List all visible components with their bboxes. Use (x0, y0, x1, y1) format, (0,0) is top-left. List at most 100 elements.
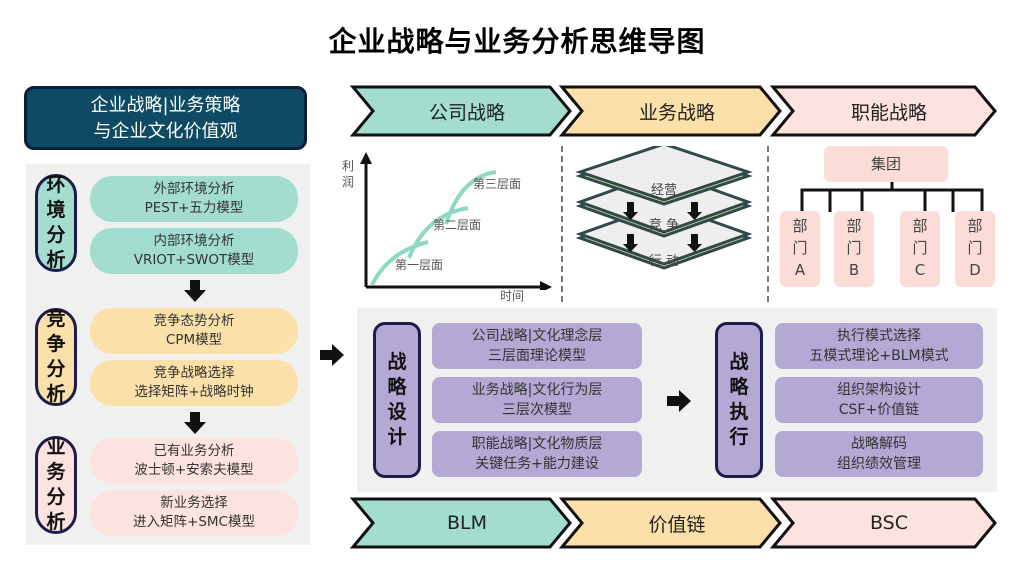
category-char: 境 (46, 199, 66, 221)
category-business-analysis: 业 务 分 析 (35, 436, 77, 534)
y-axis-char: 润 (342, 175, 355, 189)
level-1-label: 第一层面 (395, 258, 444, 272)
dept-char: 门 (912, 239, 928, 257)
org-root-group: 集团 (824, 146, 948, 182)
category-char: 争 (46, 333, 66, 355)
item-title: 竞争态势分析 (153, 313, 235, 329)
chevron-business-strategy (558, 85, 782, 137)
item-title: 内部环境分析 (153, 233, 235, 249)
item-sub: CPM模型 (165, 332, 223, 348)
category-char: 竞 (46, 308, 66, 330)
item-title: 已有业务分析 (153, 443, 235, 459)
item-title: 职能战略|文化物质层 (471, 436, 603, 452)
curve-level-1 (370, 240, 429, 286)
category-char: 分 (46, 358, 66, 380)
item-title: 战略解码 (851, 436, 907, 452)
curve-level-2 (407, 206, 469, 259)
execution-item-decode: 战略解码 组织绩效管理 (775, 431, 983, 477)
dept-letter: A (794, 261, 806, 279)
item-sub: 进入矩阵+SMC模型 (133, 514, 255, 530)
design-item-company: 公司战略|文化理念层 三层面理论模型 (432, 323, 642, 369)
item-internal-analysis: 内部环境分析 VRIOT+SWOT模型 (90, 228, 298, 274)
item-sub: PEST+五力模型 (144, 200, 244, 216)
down-arrow-icon (184, 412, 206, 434)
org-dept-c: 部 门 C (900, 211, 940, 287)
down-arrow-icon (623, 202, 638, 220)
dept-char: 部 (967, 217, 983, 235)
item-existing-business: 已有业务分析 波士顿+安索夫模型 (90, 438, 298, 484)
stacked-layers-diagram (575, 146, 753, 270)
item-sub: VRIOT+SWOT模型 (133, 252, 255, 268)
dept-char: 部 (846, 217, 862, 235)
category-char: 分 (46, 224, 66, 246)
chevron-label: 价值链 (648, 513, 706, 536)
item-competitive-position: 竞争态势分析 CPM模型 (90, 308, 298, 354)
category-char: 分 (46, 486, 66, 508)
divider (767, 146, 769, 302)
layer-label-competition: 竞 争 (648, 218, 680, 233)
curve-level-3 (444, 170, 497, 225)
level-2-label: 第二层面 (433, 218, 482, 232)
item-title: 组织架构设计 (837, 382, 921, 398)
chevron-label: 公司战略 (428, 101, 505, 124)
chevron-label: BSC (869, 512, 909, 534)
category-char: 析 (46, 249, 66, 271)
header-box: 企业战略|业务策略 与企业文化价值观 (24, 86, 307, 150)
item-title: 执行模式选择 (837, 328, 921, 344)
y-axis-char: 利 (342, 159, 355, 173)
item-sub: 三层次模型 (502, 402, 572, 418)
header-line-1: 企业战略|业务策略 (90, 95, 241, 116)
dept-char: 部 (792, 217, 808, 235)
dept-char: 门 (846, 239, 862, 257)
design-item-business: 业务战略|文化行为层 三层次模型 (432, 377, 642, 423)
down-arrow-icon (687, 202, 702, 220)
chevron-functional-strategy (769, 85, 997, 137)
chevron-label: BLM (446, 512, 487, 534)
stage-char: 行 (729, 426, 749, 448)
org-dept-b: 部 门 B (834, 211, 874, 287)
item-external-analysis: 外部环境分析 PEST+五力模型 (90, 176, 298, 222)
item-title: 公司战略|文化理念层 (471, 328, 603, 344)
item-sub: 五模式理论+BLM模式 (809, 348, 949, 364)
stage-char: 略 (729, 376, 749, 398)
chevron-bsc (769, 497, 997, 549)
chevron-company-strategy (350, 85, 572, 137)
category-char: 环 (46, 174, 66, 196)
chevron-label: 业务战略 (638, 101, 715, 124)
execution-item-org: 组织架构设计 CSF+价值链 (775, 377, 983, 423)
bottom-chevron-row (350, 497, 997, 549)
item-sub: 关键任务+能力建设 (475, 456, 599, 472)
top-chevron-row (350, 85, 997, 137)
layer-label-action: 行 动 (648, 254, 680, 269)
item-title: 竞争战略选择 (153, 365, 235, 381)
item-title: 外部环境分析 (153, 181, 235, 197)
item-sub: CSF+价值链 (838, 402, 920, 418)
org-dept-d: 部 门 D (955, 211, 995, 287)
category-char: 业 (46, 436, 66, 458)
category-char: 析 (46, 511, 66, 533)
category-competition-analysis: 竞 争 分 析 (35, 308, 77, 406)
level-3-label: 第三层面 (473, 177, 522, 191)
item-title: 新业务选择 (160, 495, 228, 511)
stage-char: 战 (729, 351, 749, 373)
three-level-curve-chart (360, 152, 552, 290)
dept-char: 门 (967, 239, 983, 257)
right-arrow-icon (667, 390, 691, 412)
chevron-label: 职能战略 (850, 101, 927, 124)
y-axis-label: 利 润 (342, 158, 356, 190)
design-item-functional: 职能战略|文化物质层 关键任务+能力建设 (432, 431, 642, 477)
item-sub: 三层面理论模型 (488, 348, 586, 364)
page-title: 企业战略与业务分析思维导图 (328, 25, 706, 58)
item-sub: 组织绩效管理 (837, 456, 921, 472)
divider (561, 146, 563, 302)
chevron-value-chain (558, 497, 782, 549)
item-sub: 选择矩阵+战略时钟 (134, 384, 254, 400)
right-arrow-icon (320, 344, 344, 366)
category-char: 务 (46, 461, 66, 483)
layer-label-operation: 经营 (650, 183, 677, 198)
org-chart-connectors (800, 180, 984, 212)
stage-strategy-execution: 战 略 执 行 (715, 322, 763, 478)
header-line-2: 与企业文化价值观 (93, 121, 238, 142)
dept-char: 部 (912, 217, 928, 235)
execution-item-mode: 执行模式选择 五模式理论+BLM模式 (775, 323, 983, 369)
